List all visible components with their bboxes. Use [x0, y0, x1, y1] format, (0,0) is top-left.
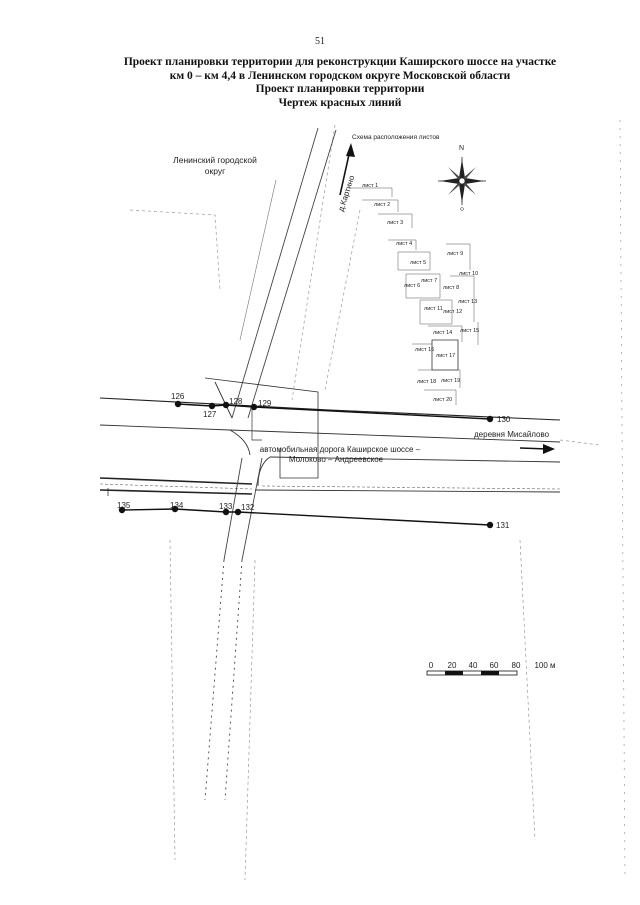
sheet-label: лист 18	[417, 379, 436, 385]
boundary-point-131	[486, 521, 494, 529]
sheet-label: лист 7	[421, 278, 437, 284]
title-line: Чертеж красных линий	[278, 96, 402, 109]
boundary-point-135	[118, 506, 126, 514]
scale-label: 20	[448, 661, 457, 670]
planning-frame	[107, 377, 319, 496]
sheet-label: лист 6	[404, 283, 420, 289]
title-line: км 0 – км 4,4 в Ленинском городском окру…	[169, 69, 511, 82]
sheet-label: лист 11	[424, 306, 443, 312]
boundary-point-129	[250, 403, 258, 411]
sheet-label: лист 15	[460, 328, 479, 334]
sheet-label: лист 13	[458, 299, 477, 305]
scale-label: 0	[429, 661, 434, 670]
boundary-point-128	[222, 401, 230, 409]
road-to-kartino	[231, 127, 337, 419]
point-label-130: 130	[497, 415, 511, 424]
page-number: 51	[315, 36, 325, 47]
north-compass-icon	[438, 157, 486, 211]
point-label-134: 134	[170, 501, 184, 510]
scale-label: 80	[512, 661, 521, 670]
point-label-132: 132	[241, 503, 255, 512]
southern-spur	[204, 457, 263, 801]
road-label-line1: автомобильная дорога Каширское шоссе –	[260, 445, 421, 454]
sheet-label: лист 12	[443, 309, 462, 315]
scheme-title: Схема расположения листов	[352, 134, 440, 141]
sheet-label: лист 5	[410, 260, 426, 266]
boundary-point-130	[486, 415, 494, 423]
scale-label: 100 м	[534, 661, 555, 670]
scale-label: 40	[469, 661, 478, 670]
point-label-127: 127	[203, 410, 217, 419]
sheet-label: лист 8	[443, 285, 459, 291]
point-label-131: 131	[496, 521, 510, 530]
sheet-label: лист 14	[433, 330, 452, 336]
boundary-point-134	[171, 505, 179, 513]
boundary-point-133	[222, 508, 230, 516]
road-label-leader	[251, 407, 262, 441]
boundary-point-126	[174, 400, 182, 408]
sheet-layout-scheme: Схема расположения листов N	[350, 134, 486, 405]
title-line: Проект планировки территории для реконст…	[123, 56, 557, 68]
sheet-label: лист 4	[396, 241, 412, 247]
district-label-line1: Ленинский городской	[173, 155, 257, 165]
district-label-line2: округ	[205, 166, 225, 176]
sheet-label: лист 2	[374, 202, 390, 208]
kartino-arrow	[339, 143, 355, 196]
sheet-label: лист 10	[459, 271, 478, 277]
road-label-line2: Молоково – Андреевское	[289, 455, 384, 464]
point-label-128: 128	[229, 397, 243, 406]
point-label-133: 133	[219, 502, 233, 511]
point-label-129: 129	[258, 399, 272, 408]
sheet-label: лист 20	[433, 397, 452, 403]
scale-bar: 0 20 40 60 80 100 м	[426, 661, 556, 676]
misaylovo-label: деревня Мисайлово	[474, 430, 550, 439]
kartino-label: д.Картино	[336, 174, 356, 213]
sheet-label: лист 16	[415, 347, 434, 353]
point-label-135: 135	[117, 501, 131, 510]
sheet-label: лист 17	[436, 353, 455, 359]
boundary-point-132	[234, 508, 242, 516]
north-letter: N	[459, 145, 464, 152]
sheet-label: лист 19	[441, 378, 460, 384]
misaylovo-arrow	[519, 444, 555, 454]
boundary-dashed-lines	[129, 119, 626, 881]
drawing-title: Проект планировки территории для реконст…	[60, 56, 620, 110]
sheet-label: лист 9	[447, 251, 463, 257]
scale-label: 60	[490, 661, 499, 670]
sheet-label: лист 3	[387, 220, 403, 226]
boundary-points	[118, 400, 494, 529]
boundary-point-127	[208, 402, 216, 410]
point-label-126: 126	[171, 392, 185, 401]
title-line: Проект планировки территории	[255, 83, 425, 95]
sheet-label: лист 1	[362, 183, 378, 189]
